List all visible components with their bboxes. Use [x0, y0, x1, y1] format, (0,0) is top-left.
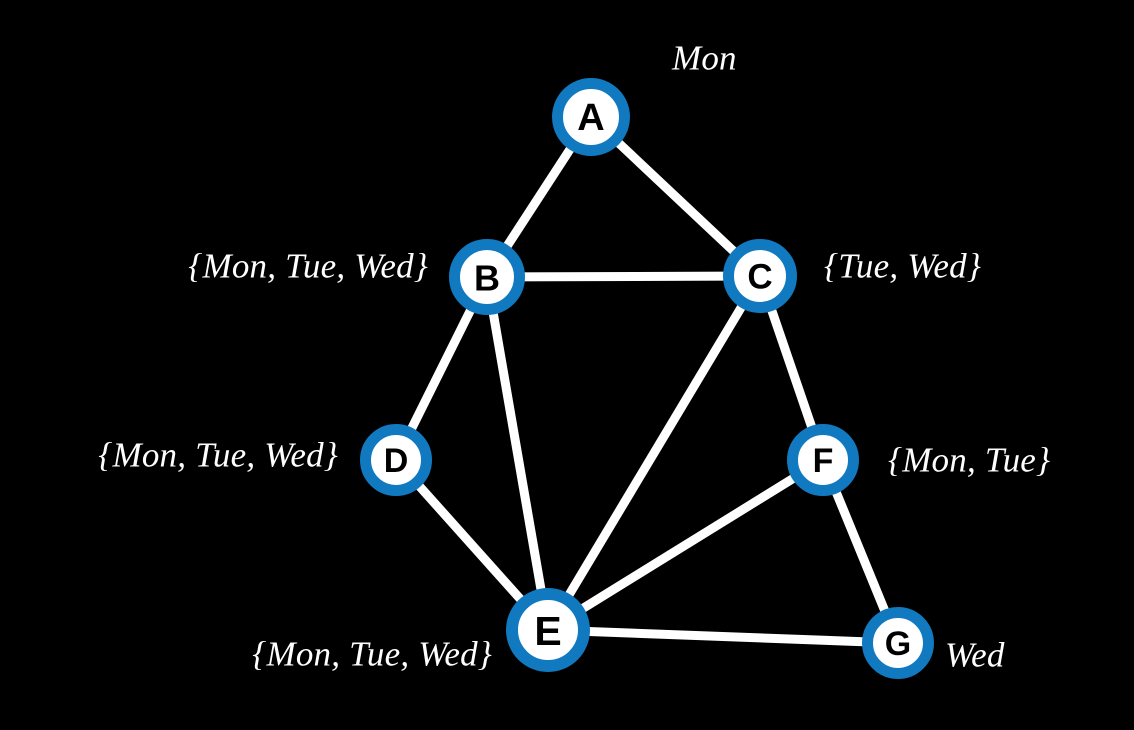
- node-layer: A B C D E F G: [360, 78, 934, 679]
- node-letter-c: C: [747, 258, 772, 297]
- edge-layer: [391, 112, 903, 648]
- node-circle-f: [787, 424, 859, 496]
- node-letter-a: A: [577, 97, 604, 139]
- graph-node-f[interactable]: F: [787, 424, 859, 496]
- domain-label-b: {Mon, Tue, Wed}: [188, 246, 428, 286]
- graph-edge-e-g: [543, 625, 903, 648]
- graph-node-c[interactable]: C: [723, 239, 797, 313]
- domain-label-c: {Tue, Wed}: [824, 246, 982, 286]
- node-circle-d: [360, 424, 432, 496]
- graph-node-b[interactable]: B: [449, 239, 525, 315]
- graph-edge-b-c: [482, 271, 765, 282]
- domain-label-d: {Mon, Tue, Wed}: [98, 435, 338, 475]
- node-letter-f: F: [813, 442, 834, 480]
- graph-edge-c-e: [543, 271, 765, 635]
- graph-node-a[interactable]: A: [552, 78, 630, 156]
- node-letter-d: D: [384, 442, 409, 480]
- graph-edge-e-f: [543, 455, 828, 635]
- domain-label-e: {Mon, Tue, Wed}: [252, 634, 492, 674]
- node-circle-c: [723, 239, 797, 313]
- node-circle-a: [552, 78, 630, 156]
- node-letter-g: G: [885, 625, 911, 663]
- node-circle-e: [506, 588, 590, 672]
- node-circle-g: [862, 607, 934, 679]
- domain-label-g: Wed: [945, 635, 1005, 675]
- node-circle-b: [449, 239, 525, 315]
- graph-edge-b-e: [482, 272, 553, 635]
- graph-node-g[interactable]: G: [862, 607, 934, 679]
- graph-node-d[interactable]: D: [360, 424, 432, 496]
- node-letter-b: B: [474, 258, 500, 299]
- domain-label-a: Mon: [672, 38, 737, 78]
- domain-label-f: {Mon, Tue}: [888, 440, 1051, 480]
- graph-node-e[interactable]: E: [506, 588, 590, 672]
- node-letter-e: E: [534, 608, 561, 654]
